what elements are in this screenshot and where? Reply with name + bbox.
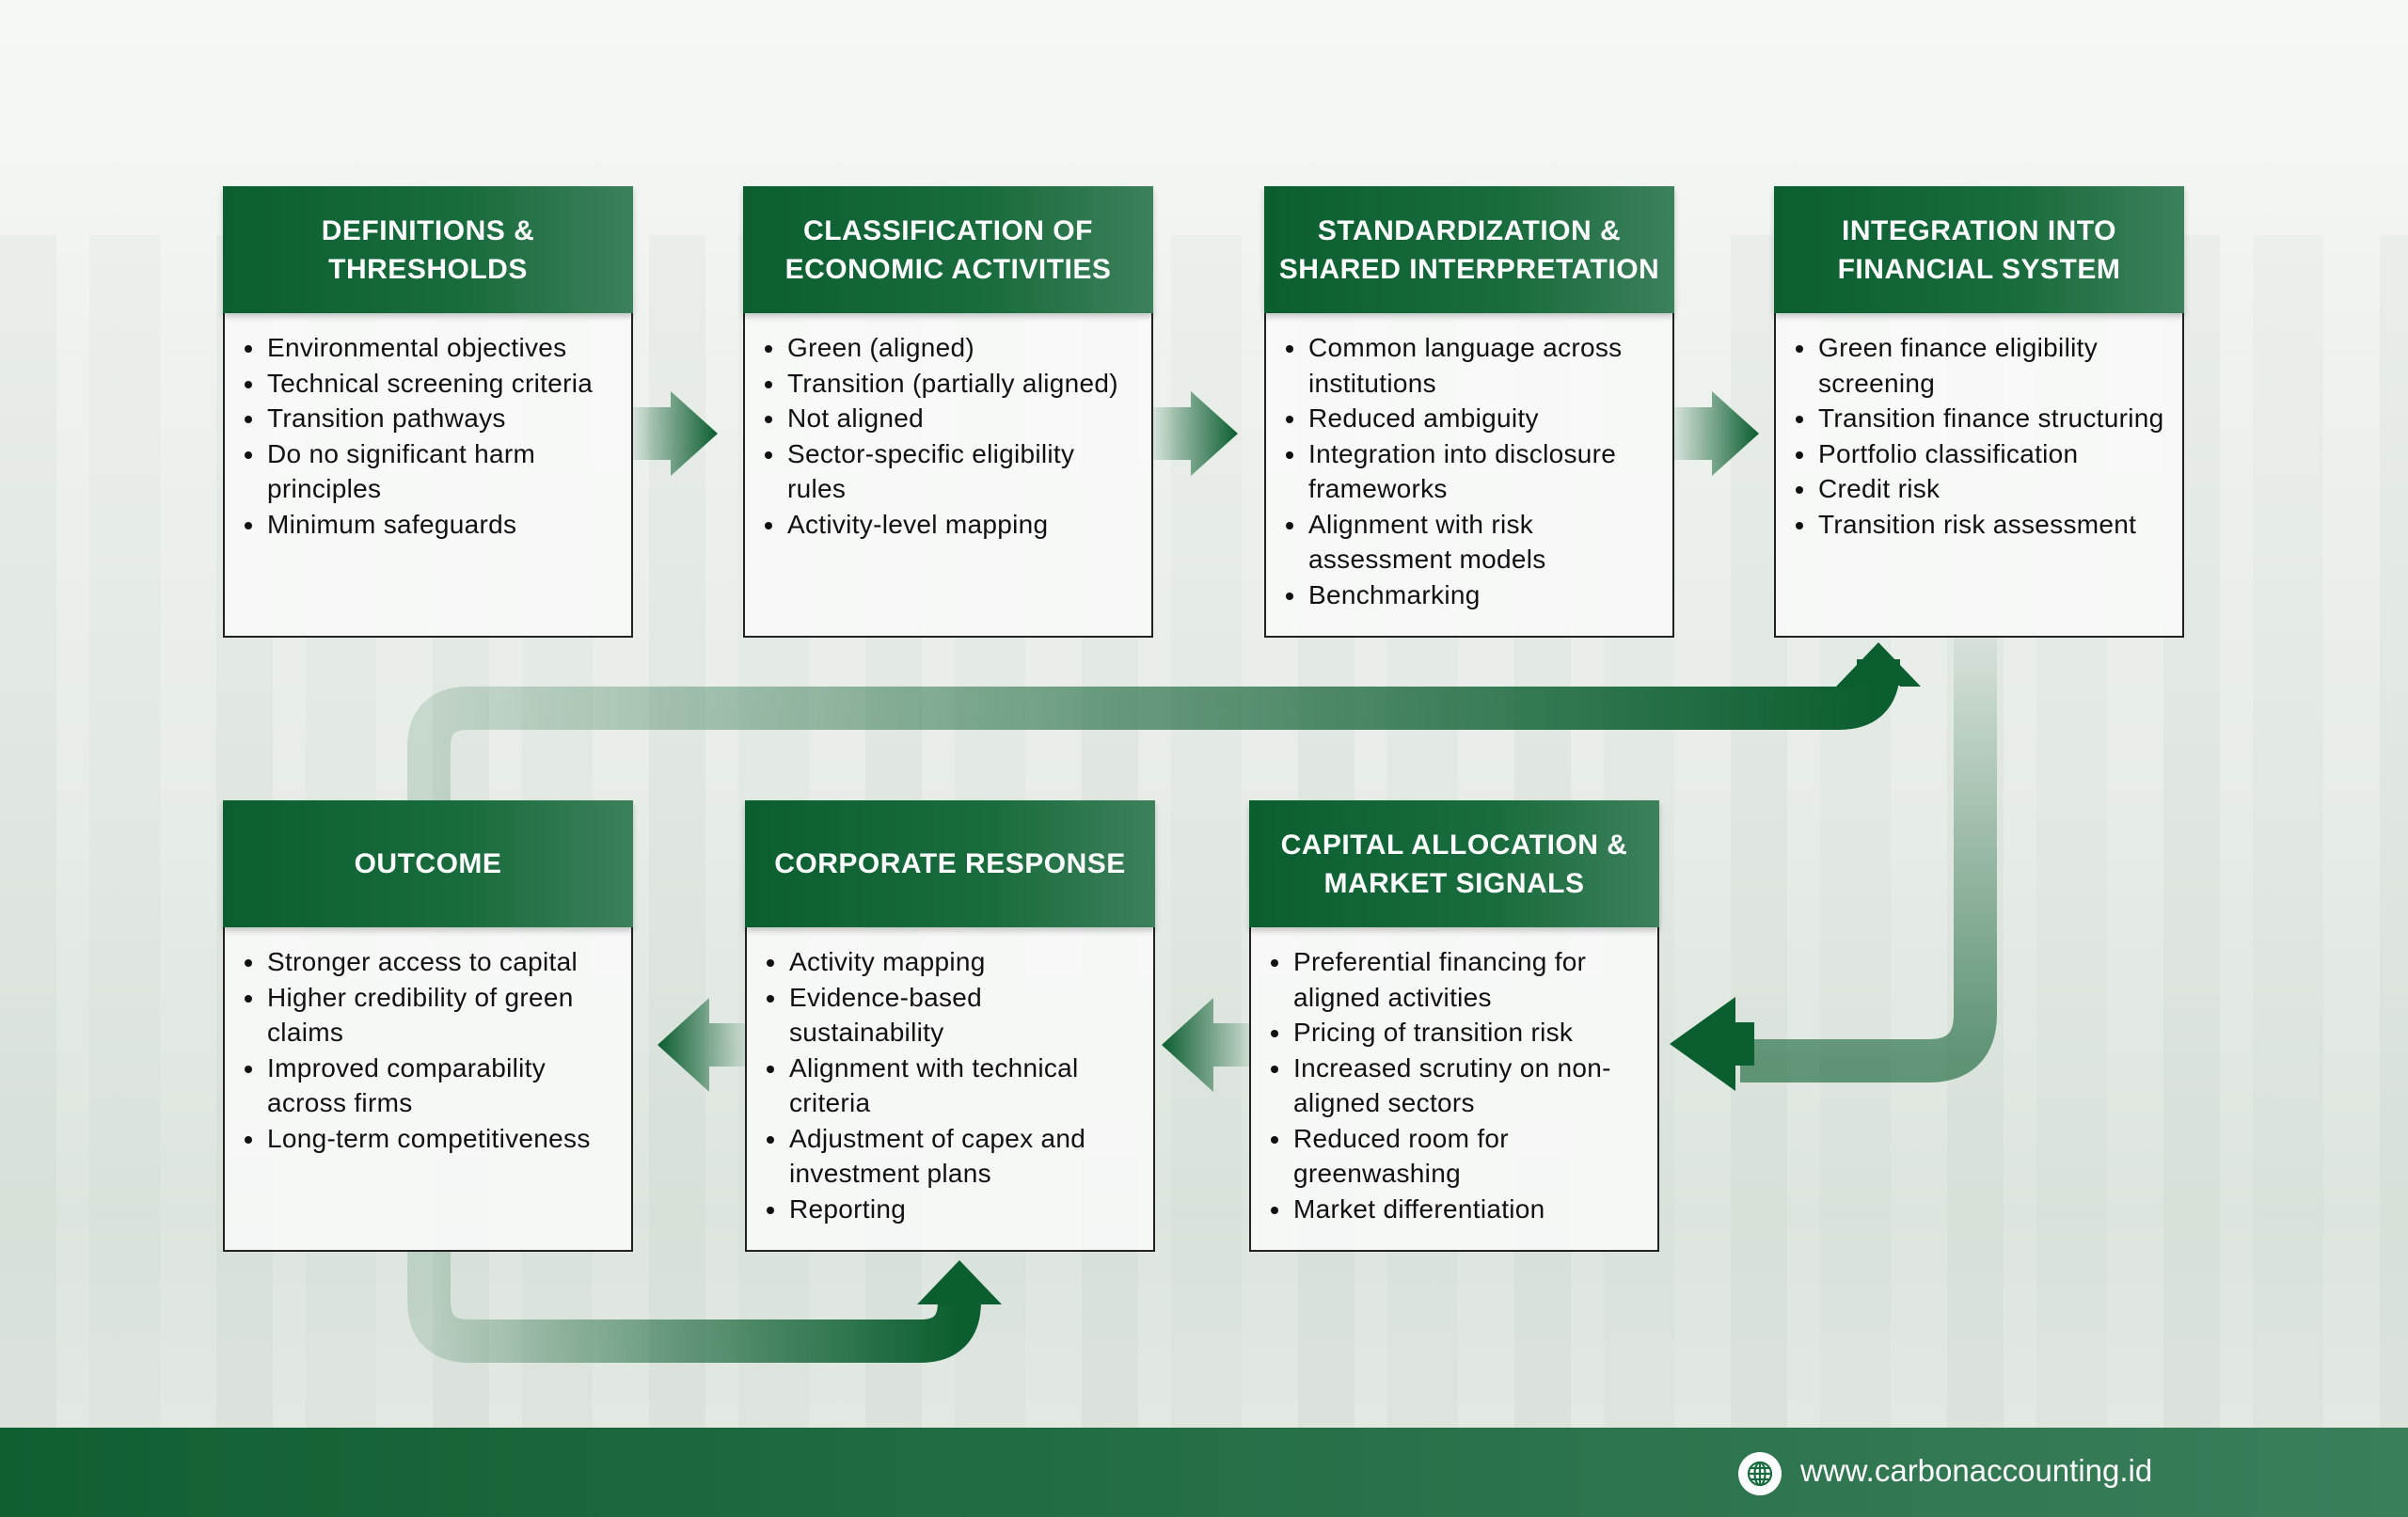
connector-outcome-to-corporate <box>407 1252 1002 1363</box>
left-arrow-2 <box>657 998 745 1092</box>
box-list: Environmental objectives Technical scree… <box>225 313 631 542</box>
list-item: Minimum safeguards <box>242 507 618 543</box>
list-item: Reporting <box>764 1192 1140 1227</box>
list-item: Preferential financing for aligned activ… <box>1268 944 1644 1015</box>
box-outcome: OUTCOME Stronger access to capital Highe… <box>223 800 633 1252</box>
list-item: Higher credibility of green claims <box>242 980 618 1051</box>
connector-outcome-up <box>407 642 1921 800</box>
box-classification: CLASSIFICATION OF ECONOMIC ACTIVITIES Gr… <box>743 186 1153 638</box>
footer-bar <box>0 1428 2408 1517</box>
list-item: Reduced room for greenwashing <box>1268 1121 1644 1192</box>
list-item: Improved comparability across firms <box>242 1051 618 1121</box>
list-item: Transition risk assessment <box>1793 507 2169 543</box>
box-title: CLASSIFICATION OF ECONOMIC ACTIVITIES <box>743 186 1153 313</box>
box-list: Green finance eligibility screening Tran… <box>1776 313 2182 542</box>
list-item: Stronger access to capital <box>242 944 618 980</box>
list-item: Green finance eligibility screening <box>1793 330 2169 401</box>
box-title: STANDARDIZATION & SHARED INTERPRETATION <box>1264 186 1674 313</box>
box-list: Activity mapping Evidence-based sustaina… <box>747 927 1153 1226</box>
list-item: Adjustment of capex and investment plans <box>764 1121 1140 1192</box>
list-item: Common language across institutions <box>1283 330 1659 401</box>
list-item: Market differentiation <box>1268 1192 1644 1227</box>
right-arrow-1 <box>633 391 718 476</box>
website-link[interactable]: www.carbonaccounting.id <box>1800 1453 2153 1488</box>
list-item: Integration into disclosure frameworks <box>1283 436 1659 507</box>
box-list: Common language across institutions Redu… <box>1266 313 1672 612</box>
box-capital-allocation: CAPITAL ALLOCATION & MARKET SIGNALS Pref… <box>1249 800 1659 1252</box>
connector-down-left <box>1670 638 1997 1091</box>
box-standardization: STANDARDIZATION & SHARED INTERPRETATION … <box>1264 186 1674 638</box>
list-item: Transition pathways <box>242 401 618 436</box>
list-item: Environmental objectives <box>242 330 618 366</box>
box-list: Preferential financing for aligned activ… <box>1251 927 1657 1226</box>
list-item: Benchmarking <box>1283 577 1659 613</box>
list-item: Transition (partially aligned) <box>762 366 1138 402</box>
list-item: Reduced ambiguity <box>1283 401 1659 436</box>
left-arrow-1 <box>1162 998 1249 1092</box>
right-arrow-2 <box>1153 391 1238 476</box>
list-item: Portfolio classification <box>1793 436 2169 472</box>
list-item: Increased scrutiny on non-aligned sector… <box>1268 1051 1644 1121</box>
box-definitions-thresholds: DEFINITIONS & THRESHOLDS Environmental o… <box>223 186 633 638</box>
list-item: Activity mapping <box>764 944 1140 980</box>
right-arrow-3 <box>1674 391 1759 476</box>
box-list: Green (aligned) Transition (partially al… <box>745 313 1151 542</box>
box-list: Stronger access to capital Higher credib… <box>225 927 631 1156</box>
list-item: Alignment with risk assessment models <box>1283 507 1659 577</box>
box-title: CAPITAL ALLOCATION & MARKET SIGNALS <box>1249 800 1659 927</box>
list-item: Activity-level mapping <box>762 507 1138 543</box>
box-integration: INTEGRATION INTO FINANCIAL SYSTEM Green … <box>1774 186 2184 638</box>
box-title: DEFINITIONS & THRESHOLDS <box>223 186 633 313</box>
box-title: INTEGRATION INTO FINANCIAL SYSTEM <box>1774 186 2184 313</box>
list-item: Credit risk <box>1793 471 2169 507</box>
list-item: Do no significant harm principles <box>242 436 618 507</box>
globe-icon <box>1738 1452 1782 1495</box>
list-item: Green (aligned) <box>762 330 1138 366</box>
list-item: Long-term competitiveness <box>242 1121 618 1157</box>
box-corporate-response: CORPORATE RESPONSE Activity mapping Evid… <box>745 800 1155 1252</box>
list-item: Evidence-based sustainability <box>764 980 1140 1051</box>
list-item: Transition finance structuring <box>1793 401 2169 436</box>
box-title: CORPORATE RESPONSE <box>745 800 1155 927</box>
list-item: Technical screening criteria <box>242 366 618 402</box>
list-item: Sector-specific eligibility rules <box>762 436 1138 507</box>
list-item: Alignment with technical criteria <box>764 1051 1140 1121</box>
list-item: Not aligned <box>762 401 1138 436</box>
list-item: Pricing of transition risk <box>1268 1015 1644 1051</box>
box-title: OUTCOME <box>223 800 633 927</box>
